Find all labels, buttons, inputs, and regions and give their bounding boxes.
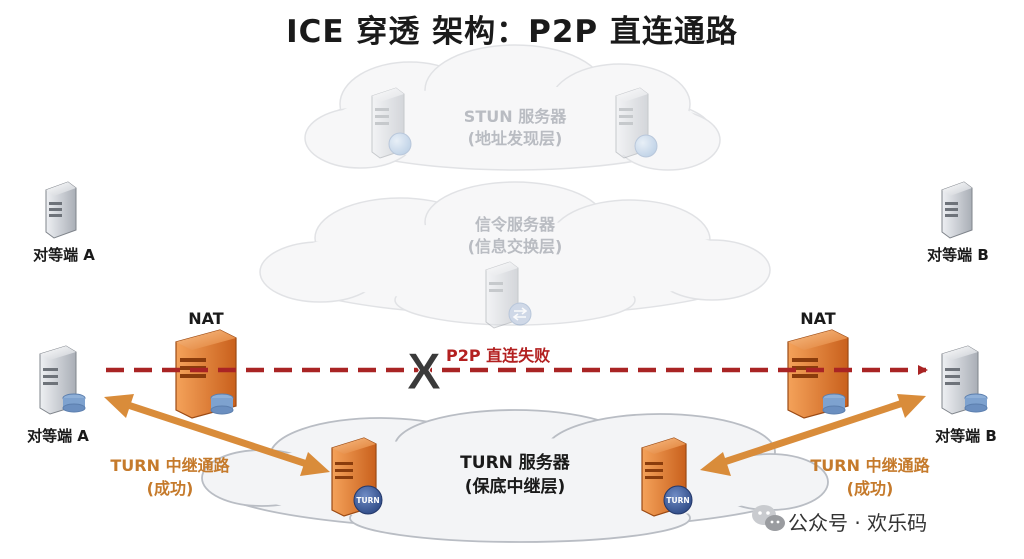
nat-right-label: NAT [800, 309, 836, 328]
relay-left-title: TURN 中继通路 [110, 456, 230, 475]
peer-b-server-icon [941, 345, 988, 415]
signaling-title: 信令服务器 [474, 215, 555, 234]
relay-right-title: TURN 中继通路 [810, 456, 930, 475]
peer-a-server-icon [39, 345, 86, 415]
turn-title: TURN 服务器 [460, 453, 570, 473]
turn-subtitle: (保底中继层) [464, 477, 566, 497]
stun-server-left-icon [371, 87, 412, 159]
stun-cloud-label: STUN 服务器 (地址发现层) [430, 106, 600, 150]
relay-left-status: (成功) [146, 479, 194, 498]
p2p-fail-label: P2P 直连失败 [446, 346, 551, 365]
nat-left-router-icon [175, 329, 237, 419]
nat-right-router-icon [787, 329, 849, 419]
peer-b-label: 对等端 B [935, 427, 997, 445]
stun-server-right-icon [615, 87, 658, 159]
peer-a-top-server-icon [45, 181, 77, 239]
wechat-icon [752, 505, 785, 531]
peer-b-top-label: 对等端 B [927, 246, 989, 264]
peer-b-top-server-icon [941, 181, 973, 239]
relay-right-status: (成功) [846, 479, 894, 498]
relay-arrow-right [700, 394, 926, 476]
peer-a-label: 对等端 A [27, 427, 89, 445]
relay-arrow-left [104, 394, 330, 476]
turn-badge-left: TURN [356, 496, 379, 505]
nat-left-label: NAT [188, 309, 224, 328]
signaling-server-icon [485, 261, 532, 329]
stun-title: STUN 服务器 [463, 107, 567, 126]
page-title: ICE 穿透 架构：P2P 直连通路 [286, 14, 738, 50]
peer-a-top-label: 对等端 A [33, 246, 95, 264]
signaling-subtitle: (信息交换层) [467, 237, 563, 256]
p2p-fail-x-mark: X [407, 343, 442, 401]
watermark-text: 公众号 · 欢乐码 [788, 511, 928, 535]
relay-left-label: TURN 中继通路 (成功) [80, 454, 260, 500]
turn-server-left-icon: TURN [331, 437, 383, 517]
turn-badge-right: TURN [666, 496, 689, 505]
stun-subtitle: (地址发现层) [467, 129, 563, 148]
turn-server-right-icon: TURN [641, 437, 693, 517]
signaling-cloud-label: 信令服务器 (信息交换层) [430, 214, 600, 258]
turn-cloud-label: TURN 服务器 (保底中继层) [420, 451, 610, 499]
relay-right-label: TURN 中继通路 (成功) [780, 454, 960, 500]
